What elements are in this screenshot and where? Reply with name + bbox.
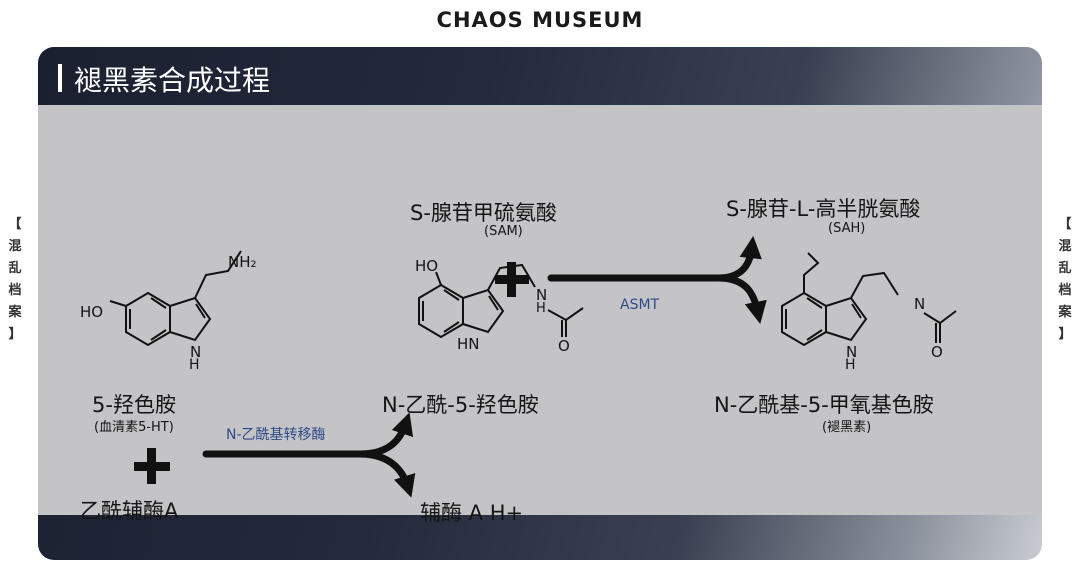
nas-structure — [418, 263, 584, 339]
side-label-right: 【混乱档案】 — [1058, 217, 1072, 342]
title-accent-bar — [58, 64, 62, 92]
enzyme1-label: N-乙酰基转移酶 — [226, 427, 326, 443]
reaction2-arrows — [547, 235, 767, 324]
card-title: 褪黑素合成过程 — [74, 64, 271, 97]
nas-h-label: H — [536, 301, 546, 316]
melatonin-note: (褪黑素) — [822, 420, 872, 435]
side-label-left: 【混乱档案】 — [8, 217, 22, 342]
info-card: 褪黑素合成过程 — [38, 47, 1042, 560]
serotonin-ho-label: HO — [80, 303, 104, 321]
melatonin-name: N-乙酰基-5-甲氧基色胺 — [714, 393, 934, 417]
nas-n-label: N — [536, 286, 548, 304]
nas-hn-label: HN — [457, 335, 480, 353]
serotonin-name: 5-羟色胺 — [92, 393, 176, 417]
serotonin-h-label: H — [189, 357, 200, 373]
sam-abbr: (SAM) — [484, 224, 523, 239]
nas-ho-label: HO — [415, 257, 439, 275]
reaction1-arrows — [202, 412, 416, 498]
serotonin-n-label: N — [190, 343, 202, 361]
serotonin-structure — [109, 250, 242, 347]
melatonin-o-label: O — [931, 343, 943, 361]
melatonin-nh-label: N — [914, 295, 926, 313]
melatonin-n-label: N — [846, 343, 858, 361]
sah-name: S-腺苷-L-高半胱氨酸 — [726, 197, 921, 221]
melatonin-h-label: H — [845, 357, 856, 373]
coa-h-products: 辅酶 A H+ — [420, 501, 524, 525]
serotonin-nh2-label: NH₂ — [228, 253, 257, 271]
nas-o-label: O — [558, 337, 570, 355]
brand-title: CHAOS MUSEUM — [436, 8, 644, 32]
enzyme2-label: ASMT — [620, 297, 660, 313]
diagram-panel: HO NH₂ N H 5-羟色胺 (血清素5-HT) 乙酰辅酶A N-乙酰基转移… — [38, 105, 1042, 525]
melatonin-structure — [781, 252, 957, 347]
nas-name: N-乙酰-5-羟色胺 — [382, 393, 539, 417]
acetyl-coa-name: 乙酰辅酶A — [80, 499, 179, 523]
sah-abbr: (SAH) — [828, 221, 866, 236]
sam-name: S-腺苷甲硫氨酸 — [410, 201, 557, 225]
card-title-bar: 褪黑素合成过程 — [38, 47, 1042, 105]
pathway-diagram — [109, 235, 957, 498]
plus-signs — [134, 262, 529, 484]
serotonin-note: (血清素5-HT) — [94, 420, 174, 435]
